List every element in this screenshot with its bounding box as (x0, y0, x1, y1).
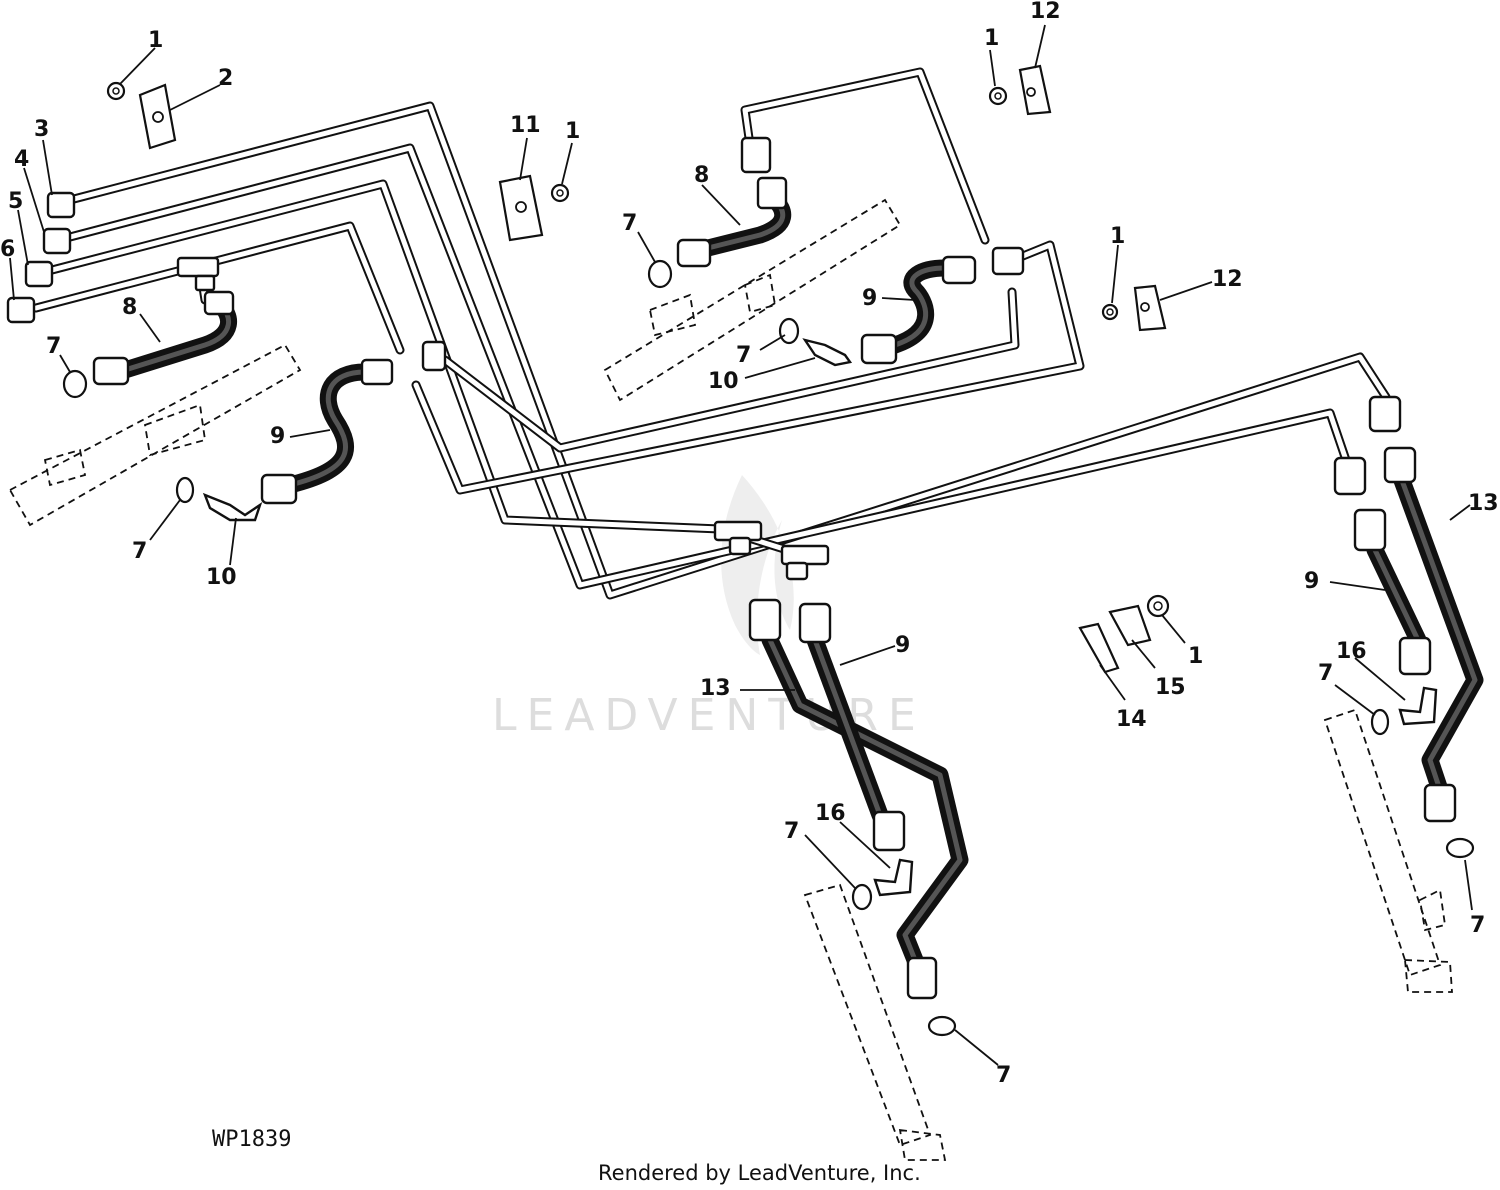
callout-7-e: 7 (1318, 661, 1333, 686)
o-ring-center (851, 883, 873, 911)
credit-line: Rendered by LeadVenture, Inc. (598, 1161, 921, 1185)
callout-14: 14 (1116, 707, 1147, 732)
steel-tubes (31, 67, 1391, 600)
nut-3 (46, 191, 76, 219)
callout-3: 3 (34, 117, 49, 142)
elbow-16-right (1398, 686, 1438, 726)
drawing-code: WP1839 (212, 1127, 291, 1152)
callout-1-d: 1 (1110, 224, 1125, 249)
callout-5: 5 (8, 189, 23, 214)
clamp-14 (1078, 622, 1120, 674)
o-ring-right (1370, 708, 1390, 736)
callout-8-left: 8 (122, 295, 137, 320)
tee-center-2 (780, 544, 830, 566)
callout-7-c: 7 (622, 211, 637, 236)
elbow-16-center (873, 858, 914, 897)
callout-8-top: 8 (694, 163, 709, 188)
callout-7-d: 7 (736, 343, 751, 368)
nut-1-d (1101, 303, 1119, 321)
nut-1-b (550, 183, 570, 203)
callout-9-center: 9 (895, 633, 910, 658)
nut-right-upper (1368, 395, 1402, 433)
hose-13-center (761, 631, 969, 969)
bulkhead-nut (421, 340, 447, 372)
callout-1-c: 1 (984, 26, 999, 51)
small-fittings (62, 259, 1475, 1037)
callout-2: 2 (218, 66, 233, 91)
o-ring-center-bottom (927, 1015, 957, 1037)
callout-9-left: 9 (270, 424, 285, 449)
elbow-10-top (802, 338, 853, 367)
o-ring-left-top (62, 369, 88, 399)
leader-lines (9, 24, 1473, 1066)
callout-12-right: 12 (1212, 267, 1243, 292)
hoses (92, 176, 1484, 1000)
callout-10-top: 10 (708, 369, 739, 394)
o-ring-right-bottom (1445, 837, 1475, 859)
elbow-10-left (202, 492, 263, 522)
cylinder-center (803, 883, 932, 1147)
cylinder-left (8, 343, 302, 527)
callout-13-right: 13 (1468, 491, 1499, 516)
callout-6: 6 (0, 237, 15, 262)
tube-fittings (6, 136, 1402, 581)
callout-7-a: 7 (46, 334, 61, 359)
tee-left (176, 256, 220, 278)
callout-4: 4 (14, 147, 29, 172)
callout-7-h: 7 (996, 1063, 1011, 1088)
clamp-15 (1108, 604, 1152, 647)
callout-1-b: 1 (565, 119, 580, 144)
callout-1-e: 1 (1188, 644, 1203, 669)
nut-4 (42, 227, 72, 255)
callout-labels: 1 2 3 4 5 6 8 7 9 7 10 11 1 1 12 8 7 9 7… (0, 0, 1499, 1088)
callout-12-top: 12 (1030, 0, 1061, 24)
callout-11: 11 (510, 113, 541, 138)
callout-16-right: 16 (1336, 639, 1367, 664)
callout-1-a: 1 (148, 28, 163, 53)
nut-1-c (988, 86, 1008, 106)
hardware (106, 64, 1170, 674)
callout-7-f: 7 (1470, 913, 1485, 938)
cylinder-top (603, 198, 902, 402)
callout-7-b: 7 (132, 539, 147, 564)
nut-1-e (1146, 594, 1170, 618)
phantom-cylinders (8, 198, 1453, 1161)
callout-10-left: 10 (206, 565, 237, 590)
nut-top-right (740, 136, 772, 174)
nut-center-top (991, 246, 1025, 276)
cylinder-right (1323, 708, 1442, 977)
callout-9-top: 9 (862, 286, 877, 311)
o-ring-top-left (647, 259, 673, 289)
callout-9-right: 9 (1304, 569, 1319, 594)
o-ring-left-mid (175, 476, 195, 504)
callout-13-center: 13 (700, 676, 731, 701)
nut-1-a (106, 81, 126, 101)
clamp-12-right (1133, 284, 1167, 332)
nut-5 (24, 260, 54, 288)
callout-15: 15 (1155, 675, 1186, 700)
nut-right-lower (1333, 456, 1367, 496)
callout-16-center: 16 (815, 801, 846, 826)
nut-6 (6, 296, 36, 324)
callout-7-g: 7 (784, 819, 799, 844)
o-ring-top-mid (778, 317, 800, 345)
